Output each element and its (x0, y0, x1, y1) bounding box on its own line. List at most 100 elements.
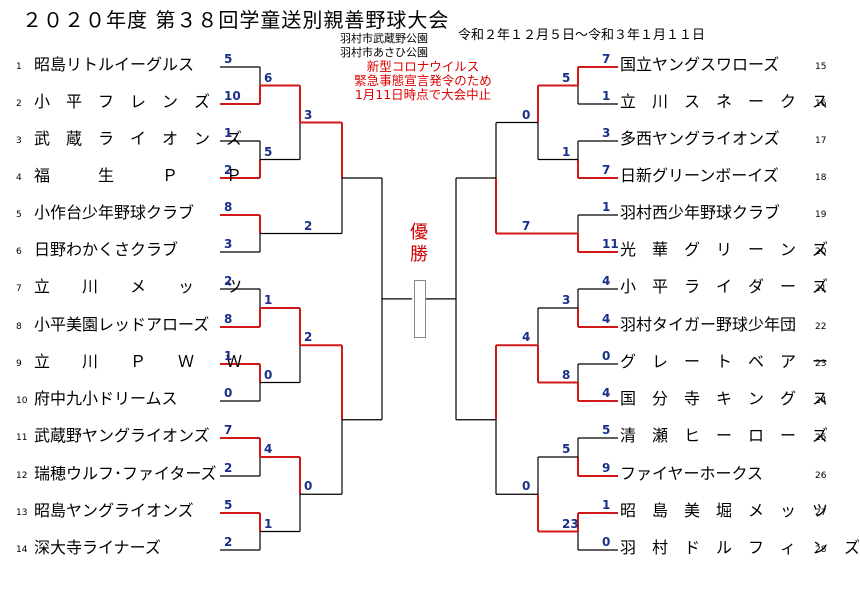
left-r2-score: 6 (264, 70, 273, 85)
left-team-name: 瑞穂ウルフ･ファイターズ (34, 464, 217, 483)
cancellation-notice: 新型コロナウイルス 緊急事態宣言発令のため 1月11日時点で大会中止 (318, 60, 528, 102)
right-seed: 28 (815, 545, 827, 555)
left-team-name: 府中九小ドリームス (34, 389, 178, 408)
right-r1-score: 4 (602, 312, 611, 326)
left-r2-score: 0 (264, 367, 273, 382)
left-team-name: 武 蔵 ラ イ オ ン ズ (34, 129, 243, 148)
left-r3-score: 2 (304, 218, 313, 233)
left-r1-score: 7 (224, 423, 233, 437)
right-team-name: 日新グリーンボーイズ (620, 166, 779, 185)
left-seed: 13 (16, 508, 28, 518)
notice-line-1: 新型コロナウイルス (366, 59, 480, 74)
left-team-name: 小平美園レッドアローズ (34, 315, 210, 334)
right-r1-score: 1 (602, 89, 611, 103)
right-seed: 17 (815, 136, 827, 146)
right-seed: 19 (815, 210, 827, 220)
left-seed: 11 (16, 433, 28, 443)
right-r2-score: 3 (562, 293, 571, 307)
right-team-name: 小 平 ラ イ ダ ー ズ (620, 277, 829, 296)
left-team-name: 立 川 Ｐ Ｗ Ｗ (34, 352, 243, 371)
right-seed: 25 (815, 433, 827, 443)
right-r1-score: 9 (602, 461, 611, 475)
left-r2-score: 1 (264, 293, 273, 307)
left-seed: 14 (16, 545, 28, 555)
right-r1-score: 1 (602, 498, 611, 512)
left-r1-score: 8 (224, 200, 233, 214)
left-r3-score: 0 (304, 479, 313, 494)
left-team-name: 日野わかくさクラブ (34, 240, 179, 259)
left-r1-score: 5 (224, 498, 233, 512)
right-r3-score: 4 (522, 330, 531, 345)
left-team-name: 小作台少年野球クラブ (34, 203, 195, 222)
left-team-name: 昭島リトルイーグルス (34, 55, 195, 74)
right-r1-score: 3 (602, 126, 611, 140)
left-seed: 10 (16, 396, 28, 406)
left-seed: 5 (16, 210, 22, 220)
notice-line-3: 1月11日時点で大会中止 (354, 87, 492, 102)
right-team-name: 清 瀬 ヒ ー ロ ー ズ (620, 426, 829, 445)
right-r1-score: 7 (602, 163, 611, 177)
right-team-name: 羽村タイガー野球少年団 (620, 315, 797, 334)
right-team-name: 羽 村 ド ル フ ィ ン ズ (620, 538, 860, 557)
left-seed: 12 (16, 471, 28, 481)
right-r1-score: 0 (602, 535, 611, 549)
venue-1: 羽村市武蔵野公園 (340, 32, 428, 45)
right-team-name: 多西ヤングライオンズ (620, 129, 780, 148)
left-r1-score: 0 (224, 386, 233, 400)
right-team-name: 国立ヤングスワローズ (620, 55, 780, 74)
right-r3-score: 0 (522, 107, 531, 122)
notice-line-2: 緊急事態宣言発令のため (354, 73, 492, 88)
left-r3-score: 3 (304, 107, 313, 122)
right-seed: 26 (815, 471, 827, 481)
right-r3-score: 7 (522, 218, 531, 233)
left-seed: 7 (16, 284, 22, 294)
left-seed: 4 (16, 173, 22, 183)
right-team-name: 立 川 ス ネ ー ク ス (620, 92, 829, 111)
left-r1-score: 3 (224, 237, 233, 251)
right-r1-score: 0 (602, 349, 611, 363)
left-r1-score: 5 (224, 52, 233, 66)
left-r1-score: 2 (224, 274, 233, 288)
left-seed: 9 (16, 359, 22, 369)
right-seed: 16 (815, 99, 827, 109)
left-seed: 6 (16, 247, 22, 257)
right-r2-score: 8 (562, 367, 571, 382)
right-r2-score: 1 (562, 144, 571, 159)
left-r3-score: 2 (304, 330, 313, 345)
right-r1-score: 1 (602, 200, 611, 214)
right-team-name: 昭 島 美 堀 メ ッ ツ (620, 501, 829, 520)
champion-label: 優勝 (410, 222, 428, 265)
left-r2-score: 1 (264, 516, 273, 531)
left-team-name: 昭島ヤングライオンズ (34, 501, 194, 520)
right-seed: 27 (815, 508, 827, 518)
left-r2-score: 4 (264, 442, 273, 456)
right-seed: 24 (815, 396, 827, 406)
left-team-name: 深大寺ライナーズ (34, 538, 161, 557)
venue-2: 羽村市あさひ公園 (340, 46, 428, 59)
right-team-name: 羽村西少年野球クラブ (620, 203, 781, 222)
right-r1-score: 7 (602, 52, 611, 66)
right-r2-score: 5 (562, 442, 571, 456)
left-seed: 3 (16, 136, 22, 146)
bracket-lines (220, 66, 618, 551)
left-r2-score: 5 (264, 144, 273, 159)
right-seed: 18 (815, 173, 827, 183)
tournament-title: ２０２０年度 第３８回学童送別親善野球大会 (22, 8, 450, 32)
right-seed: 23 (815, 359, 827, 369)
right-r1-score: 4 (602, 386, 611, 400)
right-r2-score: 5 (562, 70, 571, 85)
right-r1-score: 11 (602, 237, 619, 251)
right-seed: 22 (815, 322, 827, 332)
right-team-name: ファイヤーホークス (620, 464, 764, 483)
right-team-name: 国 分 寺 キ ン グ ス (620, 389, 829, 408)
left-r1-score: 2 (224, 535, 233, 549)
left-r1-score: 1 (224, 349, 233, 363)
right-team-name: グ レ ー ト ベ ア ー (620, 352, 829, 371)
left-team-name: 小 平 フ レ ン ズ (34, 92, 211, 111)
right-r3-score: 0 (522, 479, 531, 494)
left-seed: 1 (16, 62, 22, 72)
left-seed: 8 (16, 322, 22, 332)
left-r1-score: 8 (224, 312, 233, 326)
champion-box (414, 280, 426, 338)
right-r1-score: 4 (602, 274, 611, 288)
